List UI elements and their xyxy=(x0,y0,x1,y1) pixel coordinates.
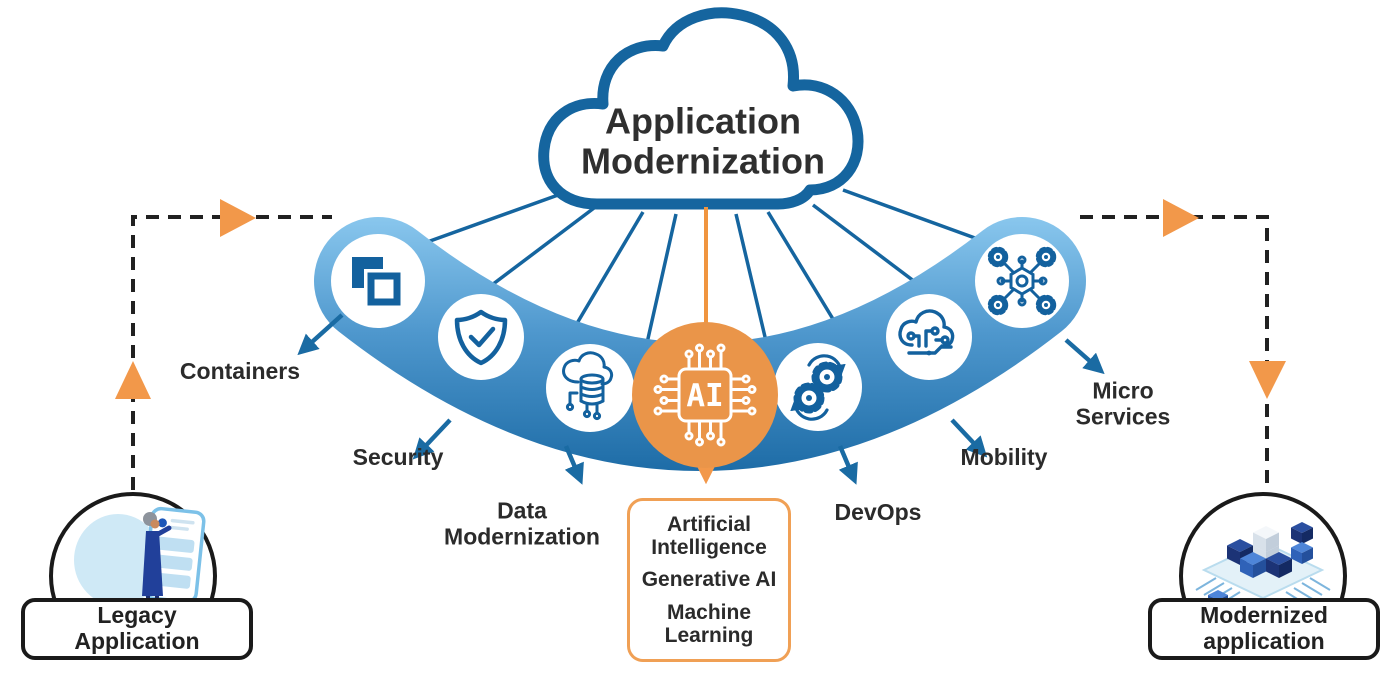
mobility-label: Mobility xyxy=(960,444,1048,471)
legacy-up-arrowhead xyxy=(115,361,151,399)
cloud-shape xyxy=(538,7,864,210)
micro-services-label: Micro Services xyxy=(1075,377,1171,429)
devops-arrow xyxy=(837,445,858,485)
legacy-blob xyxy=(74,514,162,606)
modernized-application-label: Modernized application xyxy=(1200,602,1328,654)
data-modernization-arrow xyxy=(563,445,584,485)
ai-detail-artificial-intelligence: Artificial Intelligence xyxy=(651,513,767,560)
modernized-right-arrowhead xyxy=(1163,199,1199,237)
ai-detail-box: Artificial Intelligence Generative AI Ma… xyxy=(627,498,791,662)
mobility-arrow xyxy=(950,418,988,458)
ai-detail-machine-learning: Machine Learning xyxy=(664,600,754,647)
modernized-application-label-box: Modernized application xyxy=(1148,598,1380,660)
microservices-network-icon xyxy=(987,246,1057,316)
containers-icon xyxy=(352,257,404,309)
cloud-title: Application Modernization xyxy=(581,100,825,182)
security-node xyxy=(438,294,524,380)
legacy-right-arrowhead xyxy=(220,199,256,237)
cloud-circuit-icon xyxy=(898,309,955,356)
data-modernization-label: Data Modernization xyxy=(444,497,600,549)
security-shield-icon xyxy=(454,309,508,366)
security-label: Security xyxy=(352,444,444,471)
legacy-dashed-connector xyxy=(131,215,332,490)
security-arrow xyxy=(412,418,452,460)
modernized-down-arrowhead xyxy=(1249,361,1286,399)
devops-label: DevOps xyxy=(834,499,922,526)
mobility-node xyxy=(886,294,972,380)
containers-arrow xyxy=(297,313,344,356)
ai-chip-text: AI xyxy=(686,378,723,414)
containers-label: Containers xyxy=(179,358,301,385)
devops-gears-icon xyxy=(790,354,846,421)
modernized-dashed-connector xyxy=(1080,215,1269,490)
legacy-application-label-box: Legacy Application xyxy=(21,598,253,660)
spoke-arrows xyxy=(297,313,1105,485)
legacy-application-label: Legacy Application xyxy=(74,602,200,654)
ai-chip-icon: AI xyxy=(653,343,757,447)
cloud-database-icon xyxy=(562,351,614,421)
micro-services-arrow xyxy=(1064,338,1105,375)
ai-detail-generative-ai: Generative AI xyxy=(641,568,777,592)
cloud-spoke-lines xyxy=(404,188,1009,393)
ai-node xyxy=(632,322,778,468)
